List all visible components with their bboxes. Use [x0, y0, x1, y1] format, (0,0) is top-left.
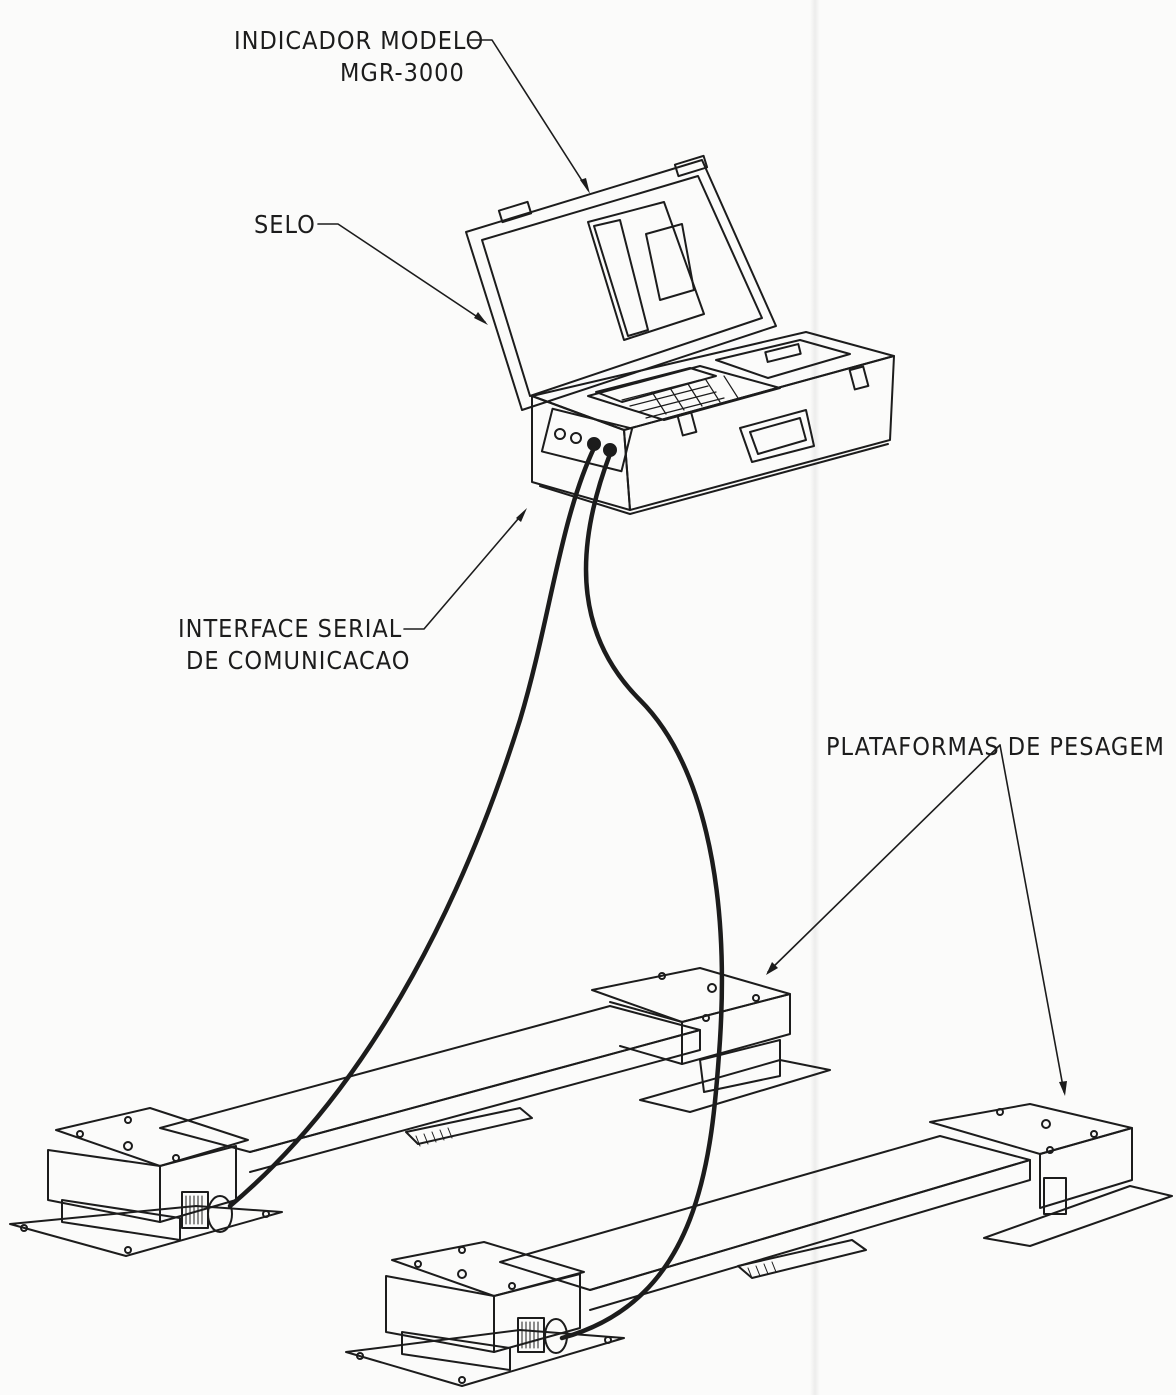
front-latch-left [676, 411, 698, 437]
printer-slot [764, 343, 802, 363]
platform-2-left-lower [401, 1331, 511, 1371]
indicator-arrowhead [580, 178, 590, 194]
platform-1-left-top-plate [55, 1107, 249, 1167]
lid-manual-pocket [587, 201, 705, 341]
platforms-label: PLATAFORMAS DE PESAGEM [826, 732, 1165, 761]
case-handle [739, 409, 815, 463]
handle-hatch-2 [747, 1261, 777, 1279]
case-body-bottom-edge [539, 443, 889, 515]
platform-1-handle [405, 1107, 533, 1145]
serial-arrowhead [516, 508, 527, 522]
load-cell-hatch-1 [185, 1195, 203, 1225]
platform-1-beam-top [159, 1005, 701, 1153]
platform-1-left-base-plate [9, 1205, 283, 1257]
printer-panel [715, 339, 851, 379]
front-latch-right [848, 365, 870, 391]
case-lid [465, 159, 777, 411]
case-handle-inner [749, 417, 807, 455]
case-lid-inner [481, 175, 763, 397]
platform-2-beam-front [589, 1159, 1031, 1311]
platform-1-cable-gland [207, 1195, 233, 1233]
platform-2-handle [737, 1239, 867, 1279]
keypad-keys [621, 375, 739, 419]
weighing-platform-2 [345, 1103, 1173, 1387]
indicator-leader [469, 39, 589, 191]
seal-label: SELO [254, 210, 316, 239]
platform-leader-1 [767, 744, 1001, 973]
platform-2-left-top-plate [391, 1241, 585, 1297]
lid-manual-page [593, 219, 649, 337]
platform-2-right-block [1039, 1127, 1133, 1209]
handle-hatch-1 [415, 1127, 453, 1147]
platform-arrowhead-1 [766, 962, 778, 975]
seal-arrowhead [474, 312, 488, 325]
lid-latch-right [673, 154, 709, 178]
platform-2-right-top-plate [929, 1103, 1133, 1155]
indicator-label-line1: INDICADOR MODELO [234, 26, 485, 55]
platform-2-cable-gland [544, 1318, 568, 1354]
platform-2-right-load-cell [1043, 1177, 1067, 1215]
serial-interface-label-line1: INTERFACE SERIAL [178, 614, 403, 643]
platform-1-left-lower [61, 1199, 181, 1241]
platform-leader-2 [999, 744, 1065, 1093]
load-cell-hatch-2 [521, 1321, 539, 1349]
platform-2-load-cell [517, 1317, 545, 1353]
platform-2-left-block-side [493, 1273, 581, 1353]
leader-arrowheads [474, 178, 1067, 1096]
cable-left [227, 445, 597, 1209]
connectors [554, 428, 617, 457]
platform-1-right-top-plate [591, 967, 791, 1023]
platform-arrowhead-2 [1059, 1081, 1067, 1096]
cable-right [559, 451, 725, 1341]
case-body-front [623, 355, 895, 511]
connector-panel [540, 407, 634, 473]
platform-2-left-base-plate [345, 1329, 625, 1387]
weighing-platform-1 [9, 967, 831, 1257]
platform-1-right-block-side [609, 1001, 683, 1065]
platform-1-bottom-plate [639, 1059, 831, 1113]
seal-leader [317, 223, 486, 323]
platform-1-right-lower [699, 1039, 781, 1093]
platform-1-beam-front [249, 1029, 701, 1173]
serial-leader [403, 511, 525, 630]
leader-lines [317, 39, 1065, 1093]
lid-label-plate [645, 223, 695, 301]
serial-interface-label-line2: DE COMUNICACAO [186, 646, 411, 675]
paper-fold [810, 0, 820, 1395]
platform-2-base-plate-right [983, 1185, 1173, 1247]
lid-latch-left [497, 200, 533, 224]
indicator-case [465, 154, 895, 515]
indicator-label-line2: MGR-3000 [340, 58, 465, 87]
cables [227, 445, 725, 1341]
display-panel [595, 367, 717, 403]
keypad-panel [587, 365, 781, 421]
